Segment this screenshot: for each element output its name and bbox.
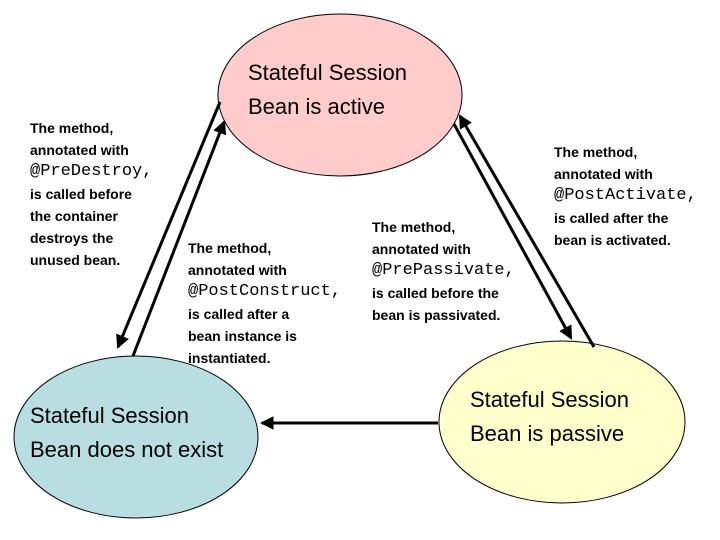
arrow-create xyxy=(131,120,227,357)
annotation-line: the container xyxy=(30,208,118,224)
annotation-line: The method, xyxy=(372,219,456,235)
annotation-line: instantiated. xyxy=(188,350,271,366)
annotation-line: destroys the xyxy=(30,230,114,246)
annotation-pre-destroy: The method, annotated with @PreDestroy, … xyxy=(30,117,152,271)
annotation-line: is called before the xyxy=(372,285,499,301)
annotation-code-line: @PostActivate, xyxy=(554,186,697,205)
arrow-activate xyxy=(458,114,596,348)
annotation-post-construct: The method, annotated with @PostConstruc… xyxy=(188,237,341,369)
annotation-line: bean is activated. xyxy=(554,232,671,248)
arrow-passivate xyxy=(452,123,573,340)
annotation-line: is called after the xyxy=(554,210,669,226)
annotation-line: bean is passivated. xyxy=(372,307,501,323)
annotation-line: The method, xyxy=(188,240,272,256)
state-label-line: Bean is active xyxy=(248,94,385,119)
state-label-line: Stateful Session xyxy=(30,403,189,428)
annotation-code-line: @PostConstruct, xyxy=(188,282,342,301)
state-label-line: Bean does not exist xyxy=(30,437,224,462)
annotation-line: annotated with xyxy=(30,142,129,158)
annotation-line: is called before xyxy=(30,186,132,202)
state-label-line: Stateful Session xyxy=(470,387,629,412)
annotation-line: bean instance is xyxy=(188,328,297,344)
state-label-passive: Stateful Session Bean is passive xyxy=(470,383,629,451)
state-ellipse-does-not-exist xyxy=(13,355,259,519)
annotation-line: The method, xyxy=(30,120,114,136)
annotation-code-line: @PrePassivate, xyxy=(372,261,515,280)
annotation-line: annotated with xyxy=(188,262,287,278)
state-label-line: Stateful Session xyxy=(248,60,407,85)
annotation-line: unused bean. xyxy=(30,252,121,268)
annotation-line: is called after a xyxy=(188,306,290,322)
state-label-does-not-exist: Stateful Session Bean does not exist xyxy=(30,399,223,467)
state-ellipse-active xyxy=(217,13,463,177)
annotation-pre-passivate: The method, annotated with @PrePassivate… xyxy=(372,216,515,326)
annotation-post-activate: The method, annotated with @PostActivate… xyxy=(554,141,697,251)
annotation-line: The method, xyxy=(554,144,638,160)
annotation-code-line: @PreDestroy, xyxy=(30,162,153,181)
arrow-destroy xyxy=(116,101,222,349)
state-label-line: Bean is passive xyxy=(470,421,625,446)
annotation-line: annotated with xyxy=(372,241,471,257)
state-label-active: Stateful Session Bean is active xyxy=(248,56,407,124)
state-ellipse-passive xyxy=(438,340,686,504)
annotation-line: annotated with xyxy=(554,166,653,182)
